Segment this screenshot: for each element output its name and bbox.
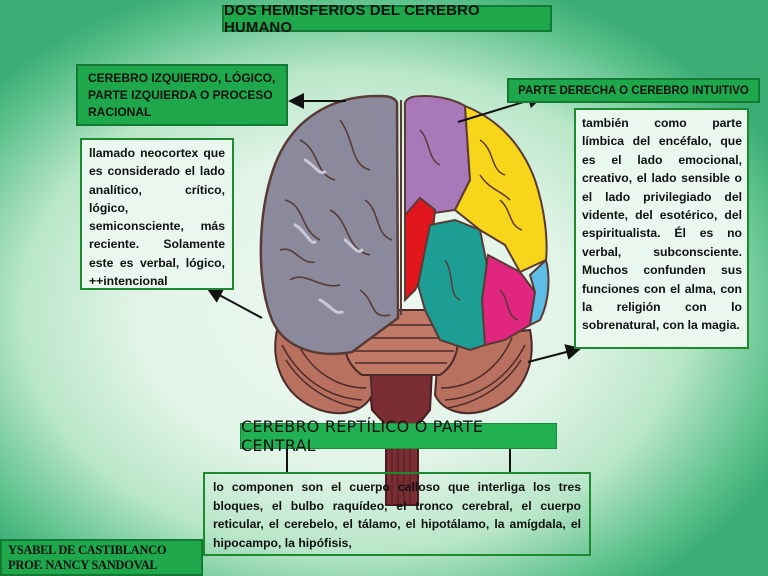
reptilian-brain-heading: CEREBRO REPTÍLICO O PARTE CENTRAL [240, 417, 557, 455]
left-hemisphere-heading: CEREBRO IZQUIERDO, LÓGICO, PARTE IZQUIER… [76, 64, 288, 126]
author-name: YSABEL DE CASTIBLANCO [8, 543, 167, 557]
left-hemisphere [259, 94, 400, 356]
right-hemisphere [404, 94, 550, 352]
right-hemisphere-heading: PARTE DERECHA O CEREBRO INTUITIVO [507, 78, 760, 103]
reptilian-brain-description: lo componen son el cuerpo calloso que in… [203, 472, 591, 556]
left-hemisphere-description: llamado neocortex que es considerado el … [80, 138, 234, 290]
credits-box: YSABEL DE CASTIBLANCO PROF. NANCY SANDOV… [0, 539, 203, 576]
arrow-to-right-description [527, 344, 582, 363]
arrow-to-left-description [206, 288, 263, 319]
right-hemisphere-description: también como parte límbica del encéfalo,… [574, 108, 749, 349]
page-title: DOS HEMISFERIOS DEL CEREBRO HUMANO [222, 2, 552, 36]
teacher-name: PROF. NANCY SANDOVAL [8, 558, 158, 572]
